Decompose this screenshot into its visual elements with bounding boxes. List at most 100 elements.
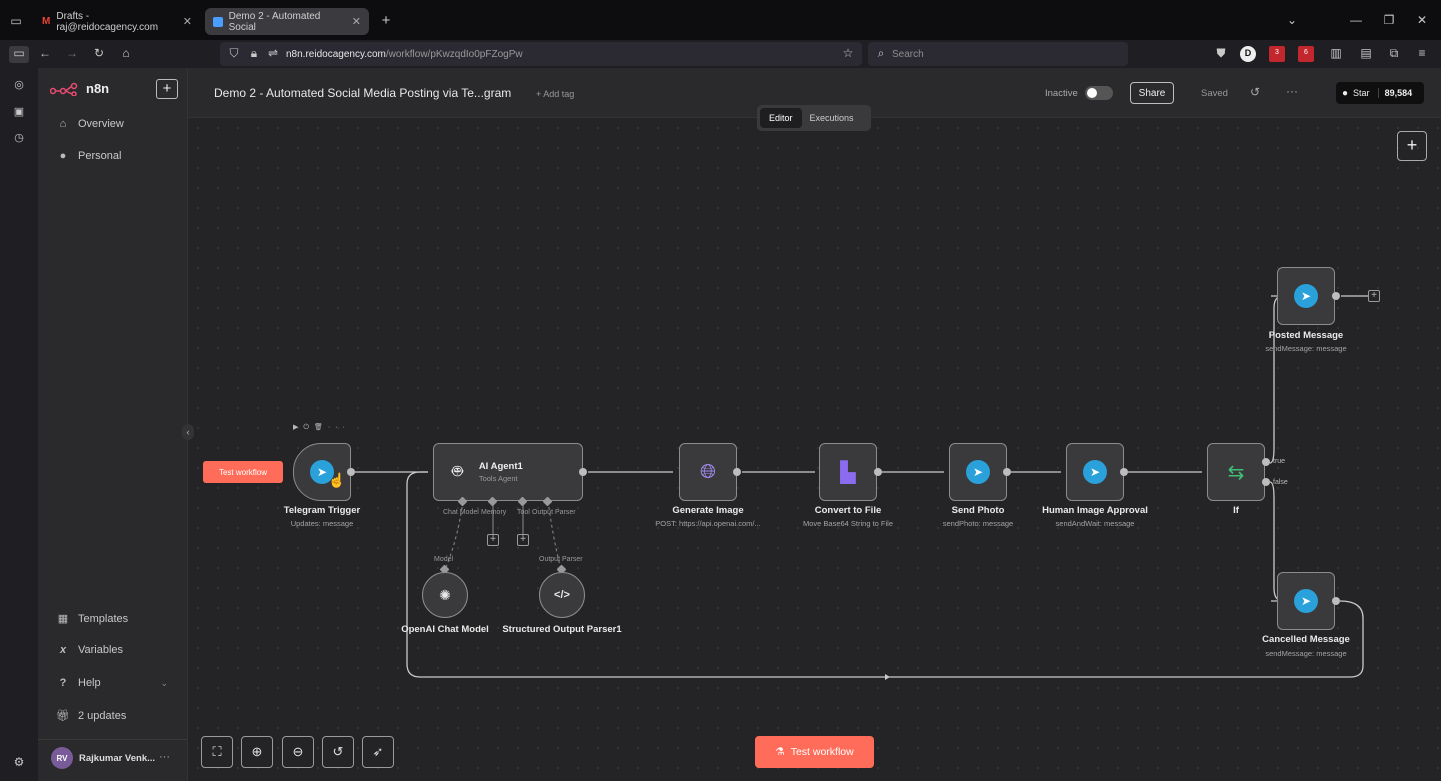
tab-overview-icon[interactable]: ▭ [10,14,22,28]
node-telegram-trigger[interactable]: ➤ [293,443,351,501]
output-port[interactable] [579,468,587,476]
history-icon[interactable]: ◷ [14,132,24,144]
new-tab-button[interactable]: + [381,12,391,29]
trash-icon[interactable]: 🗑︎ [313,424,328,431]
sidebar-item-overview[interactable]: ⌂ Overview [56,118,124,130]
ai-chat-icon[interactable]: ◎ [14,79,24,91]
github-star-button[interactable]: ● Star 89,584 [1336,82,1424,104]
sidebar-item-help[interactable]: ? Help ⌄ [56,677,168,689]
reset-zoom-button[interactable]: ↺ [322,736,354,768]
minimize-icon[interactable]: — [1350,13,1362,27]
pocket-icon[interactable]: ⛊ [1216,46,1226,60]
profile-icon[interactable]: D [1240,46,1256,62]
node-structured-output-parser[interactable]: </> [539,572,585,618]
output-port[interactable] [1003,468,1011,476]
output-port[interactable] [874,468,882,476]
output-port[interactable] [733,468,741,476]
output-port[interactable] [1332,292,1340,300]
node-cancelled-message[interactable]: ➤ [1277,572,1335,630]
zoom-in-button[interactable]: ⊕ [241,736,273,768]
toggle-knob [1087,88,1097,98]
extension-badge: 3 [1275,49,1279,56]
close-tab-icon[interactable]: ✕ [351,16,361,28]
restore-icon[interactable]: ❐ [1383,13,1395,27]
browser-tab-gmail[interactable]: M Drafts - raj@reidocagency.com ✕ [34,8,200,35]
view-switcher: Editor Executions [757,105,871,131]
settings-gear-icon[interactable]: ⚙ [13,755,25,769]
node-human-image-approval[interactable]: ➤ [1066,443,1124,501]
sidebar-item-updates[interactable]: 🎁︎ 2 updates [56,709,126,723]
menu-icon[interactable]: ≡ [1418,46,1426,60]
avatar[interactable]: RV [51,747,73,769]
reader-icon[interactable]: ▤ [1360,46,1372,60]
node-convert-to-file[interactable]: ▙ [819,443,877,501]
add-workflow-button[interactable]: + [156,79,178,99]
bookmark-star-icon[interactable]: ☆ [842,46,854,60]
node-label: Generate Image [672,505,744,516]
add-next-node-button[interactable]: + [1368,290,1380,302]
output-port[interactable] [347,468,355,476]
node-label: Human Image Approval [1042,505,1148,516]
close-window-icon[interactable]: ✕ [1416,13,1428,27]
node-ai-agent[interactable]: 🤖︎ AI Agent1 Tools Agent [433,443,583,501]
reload-icon[interactable]: ↻ [93,46,105,60]
output-port[interactable] [1332,597,1340,605]
zoom-out-button[interactable]: ⊖ [282,736,314,768]
collapse-sidebar-icon[interactable]: ‹ [182,424,194,440]
test-workflow-small-button[interactable]: Test workflow [203,461,283,483]
port-label: Chat Model [443,509,479,516]
user-menu-icon[interactable]: ··· [159,751,170,763]
tab-editor[interactable]: Editor [760,108,802,128]
browser-sidebar-strip: ◎ ▣ ◷ ⚙ [0,68,38,781]
node-openai-chat-model[interactable]: ✺ [422,572,468,618]
node-generate-image[interactable]: 🌐︎ [679,443,737,501]
add-tool-button[interactable]: + [517,534,529,546]
tidy-up-button[interactable]: ➶ [362,736,394,768]
cursor-hand-icon: ☝ [328,472,346,488]
node-label: Send Photo [951,505,1005,516]
extension-icon[interactable]: 3 [1269,46,1285,62]
share-button[interactable]: Share [1130,82,1174,104]
sidebar-item-variables[interactable]: x Variables [56,644,123,656]
connection-output-parser [547,500,562,571]
tab-list-chevron-icon[interactable]: ⌄ [1286,13,1298,27]
add-node-button[interactable]: + [1397,131,1427,161]
extension-icon[interactable]: 6 [1298,46,1314,62]
active-toggle[interactable] [1085,86,1113,100]
test-workflow-button[interactable]: ⚗ Test workflow [755,736,874,768]
github-star-label: Star [1353,88,1370,98]
node-if[interactable]: ⇆ [1207,443,1265,501]
history-icon[interactable]: ↺ [1250,85,1261,99]
sidebar-item-templates[interactable]: ▦ Templates [56,612,128,626]
node-posted-message[interactable]: ➤ [1277,267,1335,325]
sidebar-toggle-icon[interactable]: ▭ [9,46,29,63]
close-tab-icon[interactable]: ✕ [182,16,192,28]
extension-bars-icon[interactable]: ▥ [1330,46,1342,60]
output-port-true[interactable] [1262,458,1270,466]
tab-executions[interactable]: Executions [809,113,854,123]
search-input[interactable]: ⌕ Search [868,42,1128,66]
sidebar-item-personal[interactable]: ● Personal [56,150,122,162]
add-memory-button[interactable]: + [487,534,499,546]
extensions-puzzle-icon[interactable]: ⧉ [1389,46,1399,60]
fit-view-button[interactable]: ⛶ [201,736,233,768]
browser-tab-n8n[interactable]: Demo 2 - Automated Social ✕ [205,8,369,35]
more-options-icon[interactable]: ··· [1286,84,1298,98]
test-workflow-label: Test workflow [790,746,854,758]
power-icon[interactable]: ⏻ [303,424,314,431]
workflow-title[interactable]: Demo 2 - Automated Social Media Posting … [214,86,512,100]
home-icon[interactable]: ⌂ [122,46,130,60]
url-field[interactable]: ⛉ 🔒︎ ⇌ n8n.reidocagency.com /workflow/pK… [220,42,862,66]
add-tag-link[interactable]: + Add tag [536,89,575,99]
forward-icon[interactable]: → [66,46,78,60]
more-icon[interactable]: ··· [327,424,350,431]
output-port-false[interactable] [1262,478,1270,486]
n8n-logo[interactable]: n8n [50,81,109,96]
synced-tabs-icon[interactable]: ▣ [13,106,25,118]
output-port[interactable] [1120,468,1128,476]
node-send-photo[interactable]: ➤ [949,443,1007,501]
play-icon[interactable]: ▶ [293,424,304,431]
back-icon[interactable]: ← [39,46,51,60]
workflow-canvas[interactable]: Editor Executions + ‹ Test workf [182,105,1441,781]
node-label: If [1233,505,1239,516]
